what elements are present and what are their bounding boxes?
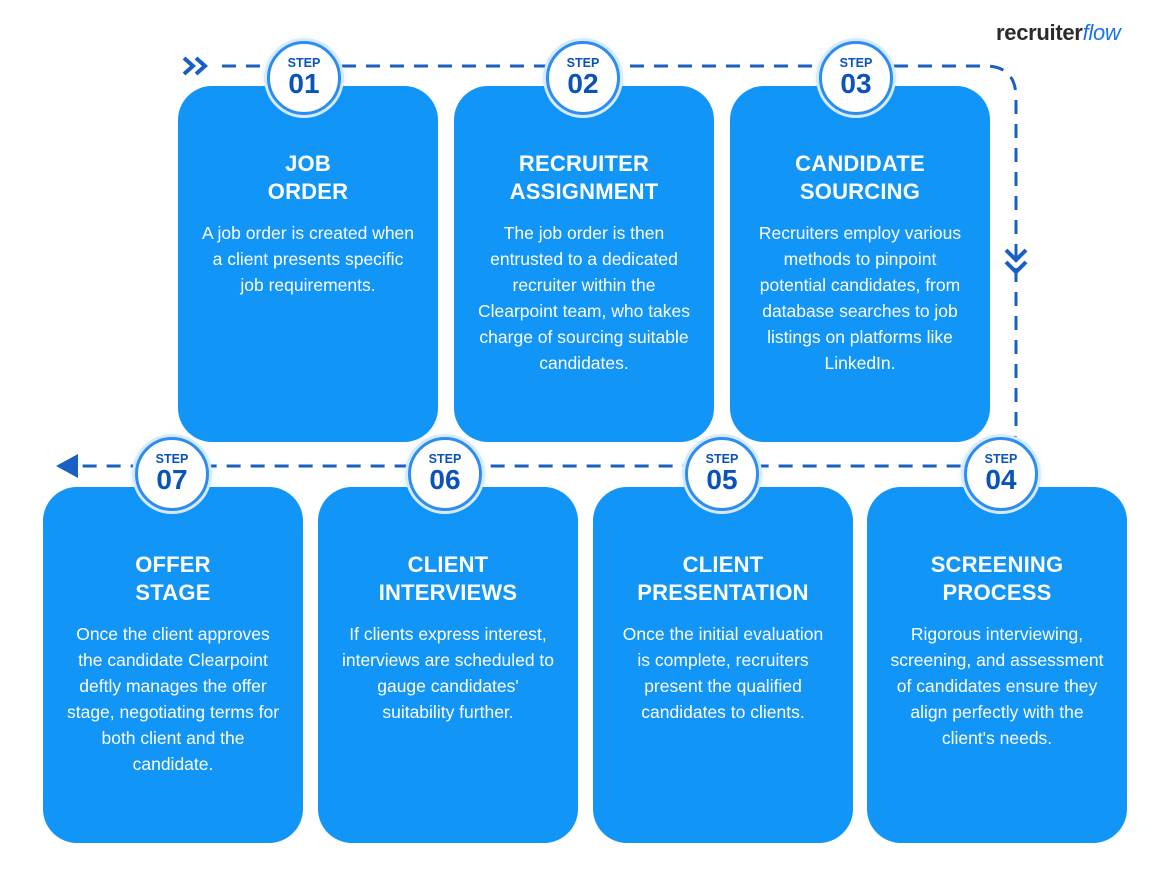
- down-double-chevron-icon: [1004, 248, 1028, 275]
- step-card-04: SCREENING PROCESS Rigorous interviewing,…: [867, 487, 1127, 843]
- step-description: Once the client approves the candidate C…: [66, 624, 280, 774]
- step-description: Recruiters employ various methods to pin…: [758, 223, 962, 373]
- step-card-06: CLIENT INTERVIEWS If clients express int…: [318, 487, 578, 843]
- recruiterflow-logo: recruiterflow: [996, 20, 1121, 45]
- step-title: CANDIDATE SOURCING: [795, 151, 925, 204]
- step-title: JOB ORDER: [267, 151, 349, 204]
- step-card-07: OFFER STAGE Once the client approves the…: [43, 487, 303, 843]
- step-title: RECRUITER ASSIGNMENT: [509, 151, 659, 204]
- step-description: Once the initial evaluation is complete,…: [622, 624, 824, 722]
- start-double-chevron-icon: [182, 56, 209, 76]
- step-title: OFFER STAGE: [135, 552, 211, 605]
- step-description: If clients express interest, interviews …: [341, 624, 555, 722]
- step-description: A job order is created when a client pre…: [201, 223, 415, 295]
- step-title: CLIENT PRESENTATION: [637, 552, 809, 605]
- step-description: The job order is then entrusted to a ded…: [477, 223, 691, 373]
- step-card-01: JOB ORDER A job order is created when a …: [178, 86, 438, 442]
- step-card-05: CLIENT PRESENTATION Once the initial eva…: [593, 487, 853, 843]
- step-card-03: CANDIDATE SOURCING Recruiters employ var…: [730, 86, 990, 442]
- step-card-02: RECRUITER ASSIGNMENT The job order is th…: [454, 86, 714, 442]
- step-title: CLIENT INTERVIEWS: [378, 552, 518, 605]
- end-arrow-icon: [56, 454, 78, 478]
- step-title: SCREENING PROCESS: [930, 552, 1064, 605]
- step-description: Rigorous interviewing, screening, and as…: [890, 624, 1104, 748]
